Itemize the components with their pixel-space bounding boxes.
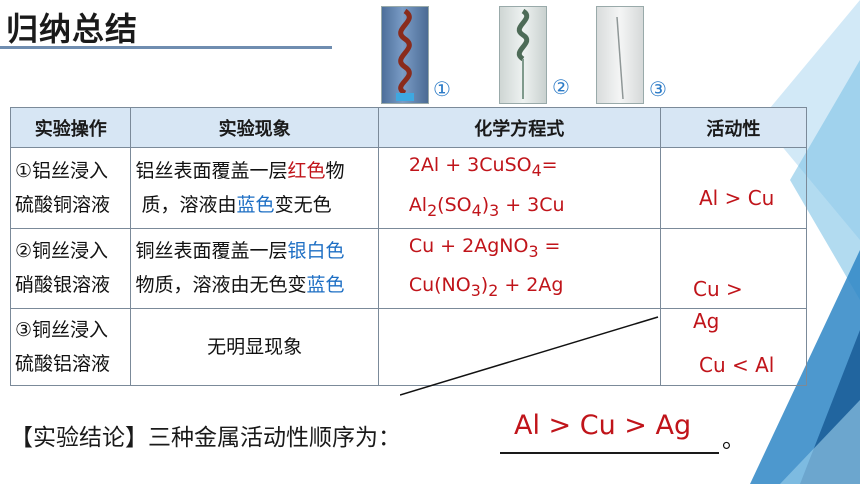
- operation-line-1: ③铜丝浸入: [15, 319, 109, 342]
- operation-cell: ③铜丝浸入 硫酸铝溶液: [9, 308, 132, 387]
- table-row: ①铝丝浸入 硫酸铜溶液 铝丝表面覆盖一层红色物 质，溶液由蓝色变无色 2Al +…: [9, 147, 808, 229]
- equation-subscript: 2: [427, 200, 438, 220]
- equation-subscript: 4: [471, 200, 482, 220]
- equation-text: Cu + 2AgNO: [408, 234, 529, 257]
- equation-cell-empty: [377, 308, 661, 387]
- answer-blank-line: [500, 452, 719, 454]
- phenomenon-text: 质，溶液由: [141, 193, 237, 216]
- equation-text: ): [480, 274, 489, 297]
- phenomenon-text: 变无色: [274, 193, 332, 216]
- equation-subscript: 2: [488, 281, 499, 301]
- activity-cell: [659, 308, 808, 387]
- phenomenon-text: 物: [325, 159, 345, 182]
- phenomenon-text: 铝丝表面覆盖一层: [135, 159, 288, 182]
- table-header-row: 实验操作 实验现象 化学方程式 活动性: [9, 107, 808, 148]
- phenomenon-cell: 铝丝表面覆盖一层红色物 质，溶液由蓝色变无色: [130, 147, 379, 229]
- header-phenomenon: 实验现象: [130, 107, 379, 148]
- experiment-table: 实验操作 实验现象 化学方程式 活动性 ①铝丝浸入 硫酸铜溶液 铝丝表面覆盖一层…: [9, 107, 808, 387]
- phenomenon-highlight-blue: 蓝色: [236, 193, 275, 216]
- operation-line-1: ①铝丝浸入: [15, 159, 109, 182]
- activity-row3: Cu < Al: [699, 353, 775, 377]
- conclusion-text: 【实验结论】三种金属活动性顺序为：: [10, 425, 401, 451]
- equation-cell: 2Al + 3CuSO4= Al2(SO4)3 + 3Cu: [377, 147, 661, 229]
- conclusion-period: 。: [722, 427, 745, 453]
- operation-line-1: ②铜丝浸入: [15, 240, 109, 263]
- activity-cell: [659, 147, 808, 229]
- empty-cell-diagonal: [400, 316, 659, 396]
- equation-text: 2Al + 3CuSO: [408, 154, 532, 176]
- phenomenon-cell: 铜丝表面覆盖一层银白色 物质，溶液由无色变蓝色: [130, 227, 379, 310]
- header-activity: 活动性: [659, 107, 808, 148]
- activity-cell: [659, 227, 808, 310]
- activity-row2: Cu > Ag: [693, 273, 743, 337]
- header-equation: 化学方程式: [377, 107, 661, 148]
- table-row: ③铜丝浸入 硫酸铝溶液 无明显现象: [9, 308, 808, 387]
- phenomenon-highlight-red: 红色: [287, 159, 326, 182]
- activity-row1: Al > Cu: [699, 186, 775, 210]
- header-operation: 实验操作: [9, 107, 132, 148]
- operation-line-2: 硫酸铜溶液: [15, 193, 111, 216]
- equation-text: + 3Cu: [499, 193, 565, 216]
- equation-text: =: [541, 154, 558, 176]
- equation-text: + 2Ag: [498, 274, 564, 297]
- phenomenon-highlight-blue: 蓝色: [306, 274, 345, 297]
- page-title: 归纳总结: [6, 10, 139, 48]
- experiment-photo-3: [596, 6, 644, 104]
- phenomenon-text: 铜丝表面覆盖一层: [135, 240, 288, 263]
- operation-cell: ②铜丝浸入 硝酸银溶液: [9, 227, 132, 310]
- phenomenon-highlight-blue: 银白色: [287, 240, 345, 263]
- experiment-photo-2: [499, 6, 547, 104]
- activity-row2-line1: Cu >: [693, 277, 743, 301]
- equation-subscript: 4: [531, 160, 542, 180]
- equation-text: Cu(NO: [408, 274, 471, 297]
- photo-label-3: ③: [649, 77, 667, 101]
- photo-label-2: ②: [552, 75, 570, 99]
- equation-subscript: 3: [470, 281, 481, 301]
- activity-row2-line2: Ag: [693, 309, 720, 333]
- phenomenon-text: 物质，溶液由无色变: [135, 274, 307, 297]
- experiment-photo-1: [381, 6, 429, 104]
- operation-cell: ①铝丝浸入 硫酸铜溶液: [9, 147, 132, 229]
- operation-line-2: 硫酸铝溶液: [15, 353, 111, 376]
- equation-text: ): [481, 193, 490, 216]
- title-underline: [0, 46, 332, 49]
- table-row: ②铜丝浸入 硝酸银溶液 铜丝表面覆盖一层银白色 物质，溶液由无色变蓝色 Cu +…: [9, 227, 808, 310]
- equation-text: =: [538, 234, 561, 257]
- equation-subscript: 3: [528, 241, 539, 261]
- phenomenon-cell: 无明显现象: [130, 308, 379, 387]
- conclusion-answer: Al > Cu > Ag: [514, 410, 692, 441]
- photo-label-1: ①: [433, 77, 451, 101]
- equation-cell: Cu + 2AgNO3 = Cu(NO3)2 + 2Ag: [377, 227, 661, 310]
- equation-subscript: 3: [489, 200, 500, 220]
- operation-line-2: 硝酸银溶液: [15, 274, 111, 297]
- equation-text: Al: [408, 193, 428, 216]
- equation-text: (SO: [437, 193, 472, 216]
